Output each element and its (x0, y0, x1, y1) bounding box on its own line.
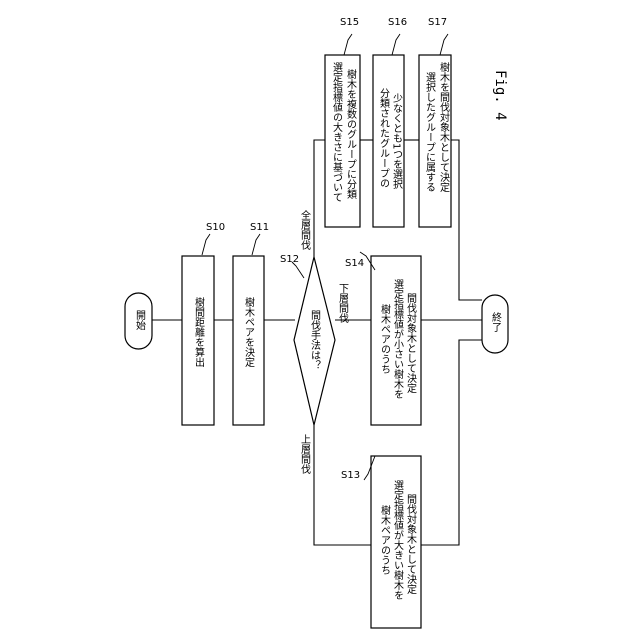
step-s15: 選定指標値の大きさに基づいて 樹木を複数のグループに分類 S15 (325, 17, 360, 227)
edge-s13-end (421, 340, 482, 545)
branch-upper-label: 上層間伐 (299, 434, 311, 474)
step-s14-line1: 樹木ペアのうち (379, 303, 391, 374)
branch-full-label: 全層間伐 (299, 209, 311, 250)
step-s13-id: S13 (341, 470, 360, 481)
edge-s17-end (451, 140, 482, 300)
step-s17-id: S17 (428, 17, 447, 28)
step-s14-line2: 選定指標値が小さい樹木を (392, 278, 404, 399)
step-s16: 分類されたグループの 少なくとも1つを選択 S16 (373, 17, 407, 227)
step-s10: 樹間距離を算出 S10 (182, 222, 225, 425)
step-s15-line2: 樹木を複数のグループに分類 (345, 68, 357, 200)
step-s11-id: S11 (250, 222, 269, 233)
figure-label: Fig. 4 (492, 70, 508, 121)
step-s12: 間伐手法は？ S12 (280, 254, 335, 425)
step-s12-text: 間伐手法は？ (309, 310, 321, 370)
step-s13-line1: 樹木ペアのうち (379, 504, 391, 575)
step-s16-id: S16 (388, 17, 407, 28)
edge-s12-s15 (314, 140, 325, 257)
step-s14-line3: 間伐対象木として決定 (405, 293, 417, 394)
step-s13-line3: 間伐対象木として決定 (405, 494, 417, 595)
step-s14-id: S14 (345, 258, 364, 269)
step-s11: 樹木ペアを決定 S11 (233, 222, 269, 425)
edge-s12-s13 (314, 425, 371, 545)
step-s15-id: S15 (340, 17, 359, 28)
branch-lower-label: 下層間伐 (337, 283, 349, 323)
step-s16-line2: 少なくとも1つを選択 (391, 93, 403, 190)
step-s13: 樹木ペアのうち 選定指標値が大きい樹木を 間伐対象木として決定 S13 (341, 456, 421, 628)
start-label: 開始 (134, 310, 146, 331)
step-s12-id: S12 (280, 254, 299, 265)
step-s14: 樹木ペアのうち 選定指標値が小さい樹木を 間伐対象木として決定 S14 (345, 252, 421, 425)
step-s17: 選択したグループに属する 樹木を間伐対象木として決定 S17 (419, 17, 451, 227)
step-s13-line2: 選定指標値が大きい樹木を (392, 479, 404, 600)
end-label: 終了 (490, 311, 502, 332)
step-s17-line2: 樹木を間伐対象木として決定 (438, 61, 450, 193)
step-s10-id: S10 (206, 222, 225, 233)
step-s10-text: 樹間距離を算出 (193, 296, 205, 367)
end-node: 終了 (482, 295, 508, 353)
step-s17-line1: 選択したグループに属する (424, 71, 436, 192)
step-s11-text: 樹木ペアを決定 (243, 296, 255, 368)
step-s16-line1: 分類されたグループの (378, 88, 390, 188)
start-node: 開始 (125, 293, 152, 349)
step-s15-line1: 選定指標値の大きさに基づいて (331, 61, 343, 202)
